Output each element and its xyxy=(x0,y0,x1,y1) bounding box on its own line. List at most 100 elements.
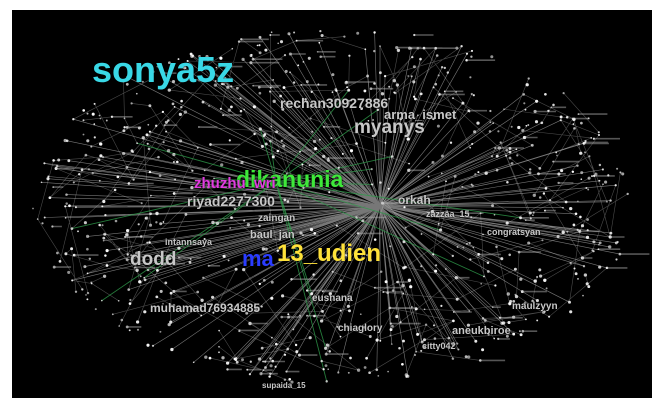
graph-node xyxy=(129,298,132,302)
graph-node xyxy=(565,115,569,119)
graph-node xyxy=(158,174,162,178)
graph-node xyxy=(454,276,459,280)
graph-node xyxy=(373,82,376,85)
graph-node xyxy=(167,119,170,122)
graph-node xyxy=(86,298,89,301)
graph-node xyxy=(583,273,588,277)
graph-node xyxy=(407,278,412,282)
node-label-sonya5z: sonya5z xyxy=(92,49,235,90)
graph-node xyxy=(178,139,183,143)
graph-node xyxy=(337,166,340,169)
graph-node xyxy=(556,154,558,157)
graph-node xyxy=(36,218,39,220)
graph-node xyxy=(64,216,67,219)
graph-node xyxy=(413,353,417,357)
graph-node xyxy=(143,278,147,282)
graph-node xyxy=(276,249,280,252)
graph-node xyxy=(144,217,147,220)
graph-node xyxy=(548,315,551,318)
graph-node xyxy=(420,122,424,126)
graph-node xyxy=(402,292,405,295)
graph-node xyxy=(74,206,77,209)
graph-node xyxy=(91,171,94,175)
graph-node xyxy=(587,285,591,289)
graph-node xyxy=(220,163,224,167)
graph-node xyxy=(208,356,212,360)
graph-node xyxy=(577,200,579,203)
graph-node xyxy=(222,114,225,117)
graph-node xyxy=(585,282,589,286)
graph-node xyxy=(368,371,371,375)
graph-node xyxy=(184,212,188,216)
graph-node xyxy=(48,196,52,200)
graph-node xyxy=(573,127,576,130)
graph-node xyxy=(509,299,513,303)
graph-node xyxy=(304,98,307,101)
graph-node xyxy=(335,224,338,227)
graph-node xyxy=(387,370,389,373)
graph-node xyxy=(542,192,546,195)
graph-node xyxy=(198,79,201,82)
graph-node xyxy=(98,179,101,182)
graph-node xyxy=(544,92,547,96)
graph-node xyxy=(456,342,459,345)
graph-node xyxy=(192,361,195,364)
graph-node xyxy=(555,151,558,154)
graph-node xyxy=(148,223,153,227)
graph-node xyxy=(486,270,490,273)
graph-node xyxy=(507,320,511,325)
graph-node xyxy=(337,327,340,330)
graph-node xyxy=(523,102,526,105)
graph-node xyxy=(484,171,488,175)
graph-node xyxy=(598,241,602,245)
graph-node xyxy=(419,92,423,96)
graph-node xyxy=(68,204,71,208)
graph-node xyxy=(287,313,290,316)
minor-label-marks xyxy=(52,34,650,375)
graph-node xyxy=(440,304,443,307)
graph-node xyxy=(608,245,612,249)
graph-node xyxy=(213,177,215,180)
graph-node xyxy=(274,342,278,346)
graph-node xyxy=(324,352,328,356)
graph-node xyxy=(331,73,335,77)
graph-node xyxy=(104,254,107,257)
graph-node xyxy=(564,200,568,204)
graph-node xyxy=(72,253,76,257)
graph-node xyxy=(314,147,318,151)
graph-node xyxy=(392,79,396,83)
graph-node xyxy=(172,303,176,307)
graph-node xyxy=(258,91,262,95)
graph-node xyxy=(395,83,400,87)
graph-node xyxy=(215,221,220,226)
graph-node xyxy=(495,245,498,248)
graph-node xyxy=(349,356,352,360)
graph-node xyxy=(469,258,472,261)
graph-node xyxy=(168,61,171,65)
graph-node xyxy=(451,357,455,360)
graph-node xyxy=(122,152,126,156)
graph-node xyxy=(277,42,280,45)
graph-node xyxy=(548,199,552,202)
graph-node xyxy=(411,55,414,59)
graph-node xyxy=(122,80,125,83)
graph-node xyxy=(506,292,510,296)
graph-node xyxy=(591,249,594,252)
graph-node xyxy=(360,107,363,110)
graph-node xyxy=(156,65,159,68)
graph-node xyxy=(399,321,402,324)
graph-node xyxy=(136,142,138,145)
graph-node xyxy=(580,121,583,125)
graph-node xyxy=(203,237,206,241)
graph-node xyxy=(389,245,392,248)
graph-node xyxy=(258,282,261,286)
graph-node xyxy=(380,270,383,273)
graph-node xyxy=(135,251,139,255)
graph-node xyxy=(312,273,315,276)
network-graph-canvas: sonya5z rechan30927886 arma_ismet myanys… xyxy=(12,10,652,398)
graph-node xyxy=(202,276,205,279)
graph-node xyxy=(159,330,162,333)
graph-node xyxy=(88,257,91,260)
graph-node xyxy=(301,234,305,237)
graph-node xyxy=(127,288,131,291)
